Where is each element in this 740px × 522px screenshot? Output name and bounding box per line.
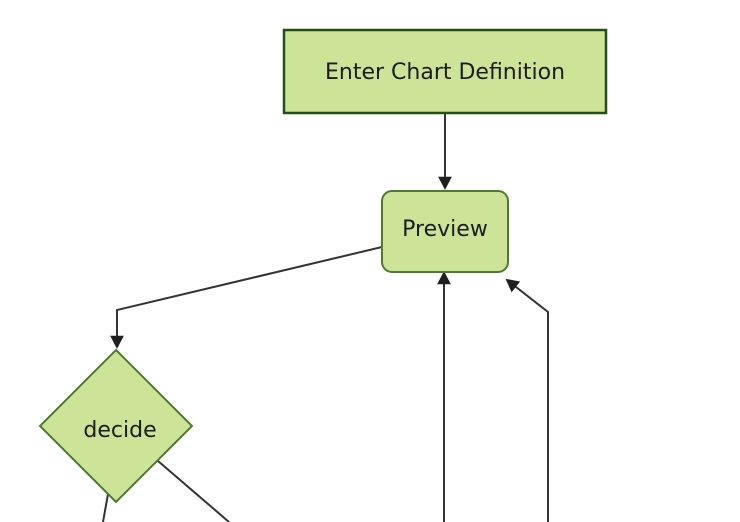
edge-decide-to-offscreen-bottom xyxy=(102,493,109,522)
node-layer xyxy=(38,28,608,504)
node-decide xyxy=(38,348,194,504)
node-preview xyxy=(381,190,509,273)
edge-preview-to-decide xyxy=(110,246,383,349)
edge-decide-to-offscreen-right xyxy=(157,460,230,522)
node-label-preview: Preview xyxy=(402,217,488,242)
label-layer: Enter Chart Definition Preview decide xyxy=(83,60,565,443)
edge-layer xyxy=(102,114,549,522)
node-label-decide: decide xyxy=(83,418,156,443)
edge-offscreen-right-to-preview xyxy=(505,278,549,522)
node-label-enter-chart-definition: Enter Chart Definition xyxy=(325,60,565,85)
node-enter-chart-definition xyxy=(282,28,608,115)
